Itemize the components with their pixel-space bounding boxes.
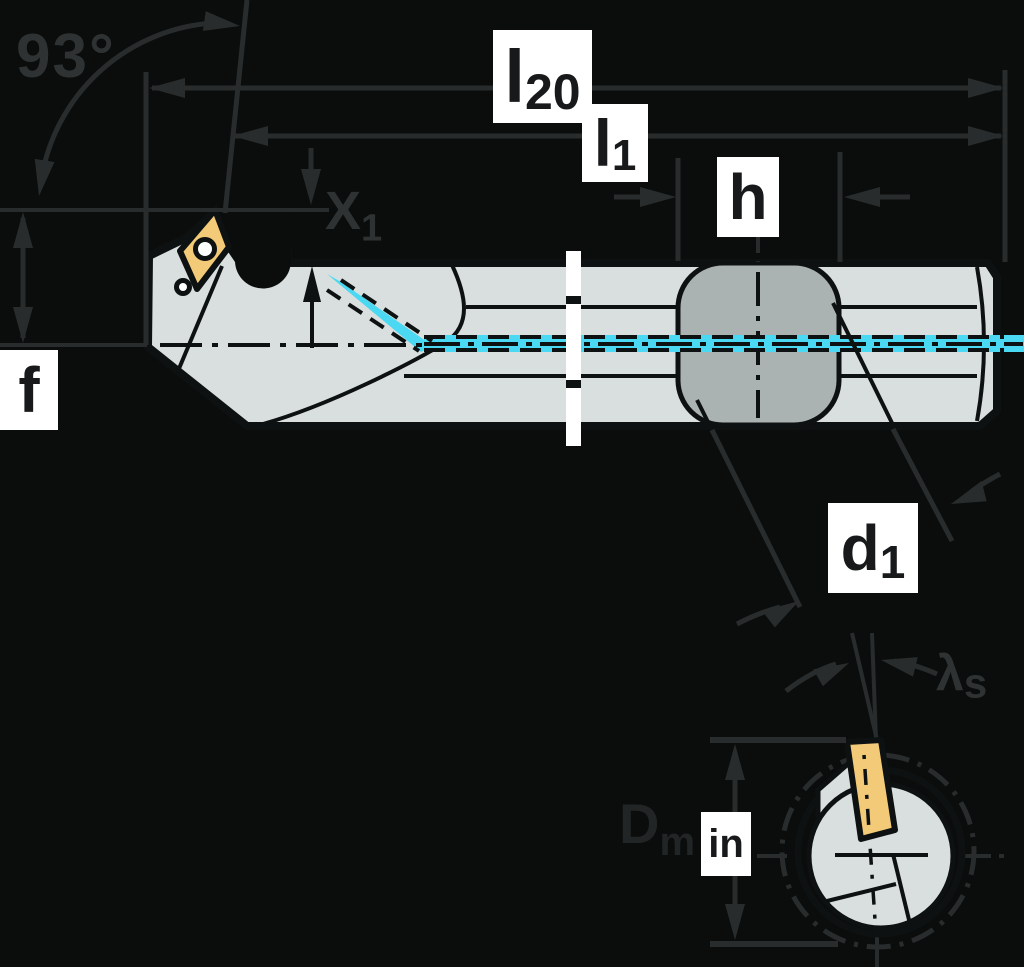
label-dmin-boxed-part: in [701,812,751,876]
label-approach-angle: 93° [16,22,116,91]
chip-notch [217,202,293,289]
dimension-h [614,152,910,262]
dimension-f [13,212,33,343]
break-line [566,251,581,446]
insert-axis [862,754,877,921]
label-x1: X1 [325,181,383,250]
cutting-insert-side [174,207,232,296]
insert-screw-hole [193,237,217,261]
coolant-exit-hole [174,278,192,296]
cutting-insert-end [844,737,898,842]
label-dmin-dark-part: Dm [619,792,696,864]
dimension-93-degrees [34,0,250,345]
dimension-x1 [0,148,329,212]
label-lambda-s: λs [936,645,988,707]
center-height-arrow [303,266,321,348]
d1-extension-on-bar [695,302,895,431]
pocket-lines [826,853,928,925]
end-view [757,737,1005,967]
label-h: h [717,157,779,237]
dimension-d1 [709,427,1002,628]
dimension-lambda-s [784,632,938,741]
label-f: f [0,350,58,430]
